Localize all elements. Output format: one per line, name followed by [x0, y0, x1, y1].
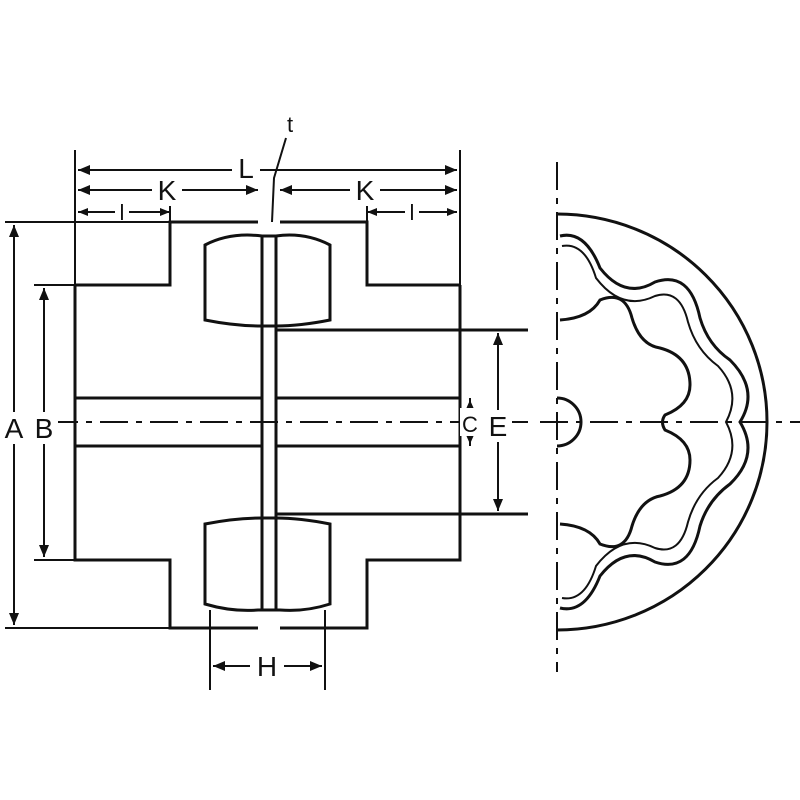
- label-h: H: [257, 651, 277, 682]
- lower-sleeve: [203, 516, 332, 612]
- label-a: A: [5, 413, 24, 444]
- left-hub-outline: [73, 220, 258, 630]
- label-t: t: [287, 112, 293, 137]
- dim-l-small-left-arrows: [78, 208, 170, 216]
- sleeve-inner-profile: [561, 244, 734, 600]
- label-l: L: [238, 153, 254, 184]
- label-c: C: [462, 412, 478, 437]
- label-e: E: [489, 411, 508, 442]
- hub-inner-profile: [559, 295, 692, 549]
- side-view: [50, 150, 528, 630]
- dim-t-leader: [271, 137, 287, 223]
- label-l-small-left: l: [120, 200, 125, 225]
- label-b: B: [35, 413, 54, 444]
- right-hub-outline: [280, 220, 462, 630]
- sleeve-outer-profile: [559, 233, 750, 611]
- bore-end: [556, 396, 583, 448]
- dimensions: L K K l l t A B: [2, 112, 512, 690]
- dim-h-arrows: [213, 661, 322, 671]
- dim-l-small-right-arrows: [367, 208, 457, 216]
- label-k-left: K: [158, 175, 177, 206]
- outer-flange: [556, 212, 769, 632]
- label-k-right: K: [356, 175, 375, 206]
- end-view: [540, 162, 800, 672]
- label-l-small-right: l: [410, 200, 415, 225]
- upper-sleeve: [203, 233, 332, 328]
